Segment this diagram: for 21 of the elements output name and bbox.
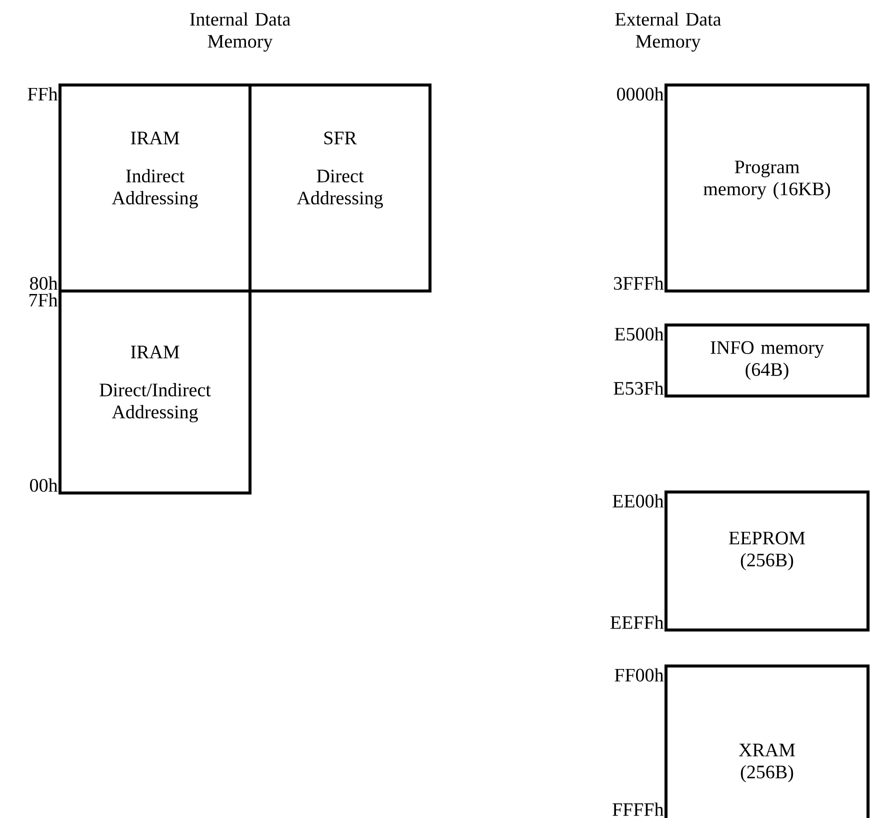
column-heading: External Data Memory	[615, 12, 722, 52]
memory-block: XRAM (256B)	[664, 664, 870, 818]
memory-block: Program memory (16KB)	[664, 84, 870, 292]
address-label: FF00h	[614, 668, 664, 682]
address-label: 80h	[30, 276, 58, 290]
address-label: FFFFh	[612, 802, 664, 816]
memory-block: SFR Direct Addressing	[248, 84, 432, 292]
memory-block: INFO memory (64B)	[664, 324, 870, 398]
memory-block: IRAM Direct/Indirect Addressing	[58, 290, 252, 494]
address-label: 00h	[30, 478, 58, 492]
address-label: E53Fh	[614, 381, 664, 395]
address-label: 0000h	[617, 87, 664, 101]
address-label: 7Fh	[30, 293, 58, 306]
address-label: 3FFFh	[614, 276, 664, 290]
address-label: EEFFh	[610, 616, 664, 629]
memory-block: IRAM Indirect Addressing	[58, 84, 252, 292]
address-label: EE00h	[612, 494, 664, 508]
address-label: FFh	[28, 87, 58, 100]
address-label: E500h	[614, 327, 664, 341]
memory-block: EEPROM (256B)	[664, 490, 870, 632]
column-heading: Internal Data Memory	[190, 12, 290, 52]
